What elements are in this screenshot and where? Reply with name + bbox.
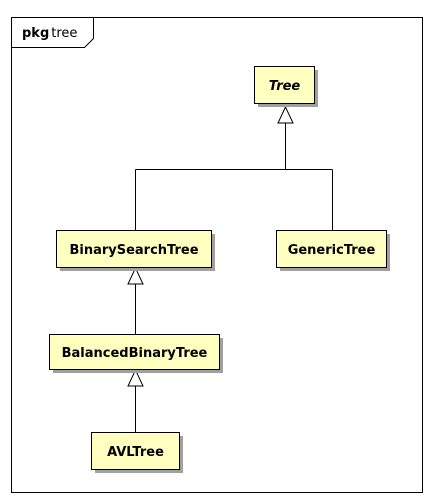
class-name-avltree: AVLTree bbox=[107, 445, 164, 460]
class-box bbox=[254, 66, 315, 104]
generalization-balancedbinarytree-child bbox=[127, 368, 144, 432]
class-name-tree: Tree bbox=[269, 79, 301, 94]
class-tree[interactable]: Tree bbox=[254, 66, 319, 108]
class-generictree[interactable]: GenericTree bbox=[276, 230, 391, 272]
generalization-tree-children bbox=[135, 105, 333, 230]
class-balancedbinarytree[interactable]: BalancedBinaryTree bbox=[49, 334, 224, 374]
generalization-arrowhead-binarysearchtree bbox=[127, 266, 144, 285]
class-name-binarysearchtree: BinarySearchTree bbox=[69, 243, 198, 258]
generalization-arrowhead-balancedbinarytree bbox=[127, 368, 144, 387]
class-box bbox=[49, 334, 220, 370]
class-box bbox=[276, 230, 387, 268]
class-binarysearchtree[interactable]: BinarySearchTree bbox=[56, 230, 216, 272]
package-keyword: pkg bbox=[22, 26, 49, 41]
class-name-generictree: GenericTree bbox=[288, 243, 376, 258]
class-box bbox=[56, 230, 212, 268]
class-avltree[interactable]: AVLTree bbox=[91, 432, 184, 474]
class-name-balancedbinarytree: BalancedBinaryTree bbox=[62, 346, 208, 361]
generalization-binarysearchtree-child bbox=[127, 266, 144, 334]
package-name: tree bbox=[51, 26, 77, 41]
class-box bbox=[91, 432, 180, 470]
generalization-arrowhead-tree bbox=[277, 105, 294, 124]
